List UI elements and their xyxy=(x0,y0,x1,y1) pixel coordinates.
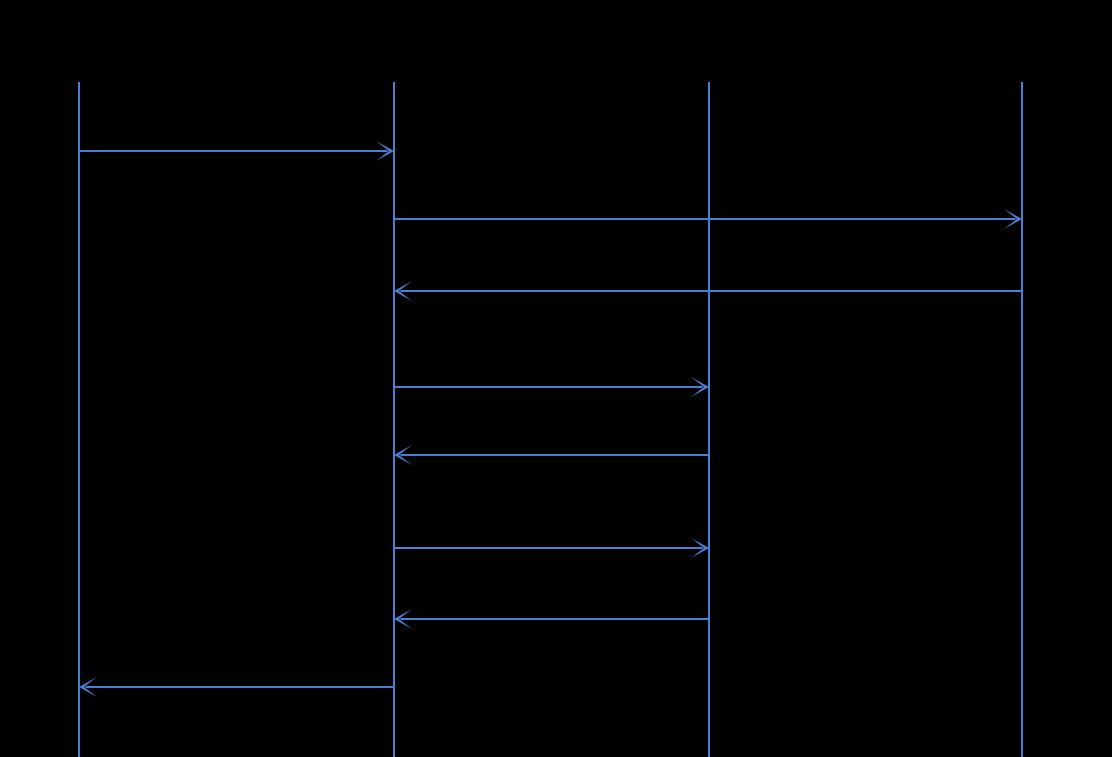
message-7[interactable] xyxy=(394,609,709,629)
message-3[interactable] xyxy=(394,281,1022,301)
arrowhead-5 xyxy=(394,445,412,465)
message-5[interactable] xyxy=(394,445,709,465)
arrowhead-4 xyxy=(691,377,709,397)
arrowhead-2 xyxy=(1004,209,1022,229)
messages-group xyxy=(79,141,1022,697)
message-2[interactable] xyxy=(394,209,1022,229)
arrowhead-3 xyxy=(394,281,412,301)
lifelines-group xyxy=(77,82,1024,757)
message-1[interactable] xyxy=(79,141,394,161)
arrowhead-7 xyxy=(394,609,412,629)
message-4[interactable] xyxy=(394,377,709,397)
arrowhead-6 xyxy=(691,538,709,558)
message-8[interactable] xyxy=(79,677,394,697)
message-6[interactable] xyxy=(394,538,709,558)
arrowhead-8 xyxy=(79,677,97,697)
arrowhead-1 xyxy=(376,141,394,161)
